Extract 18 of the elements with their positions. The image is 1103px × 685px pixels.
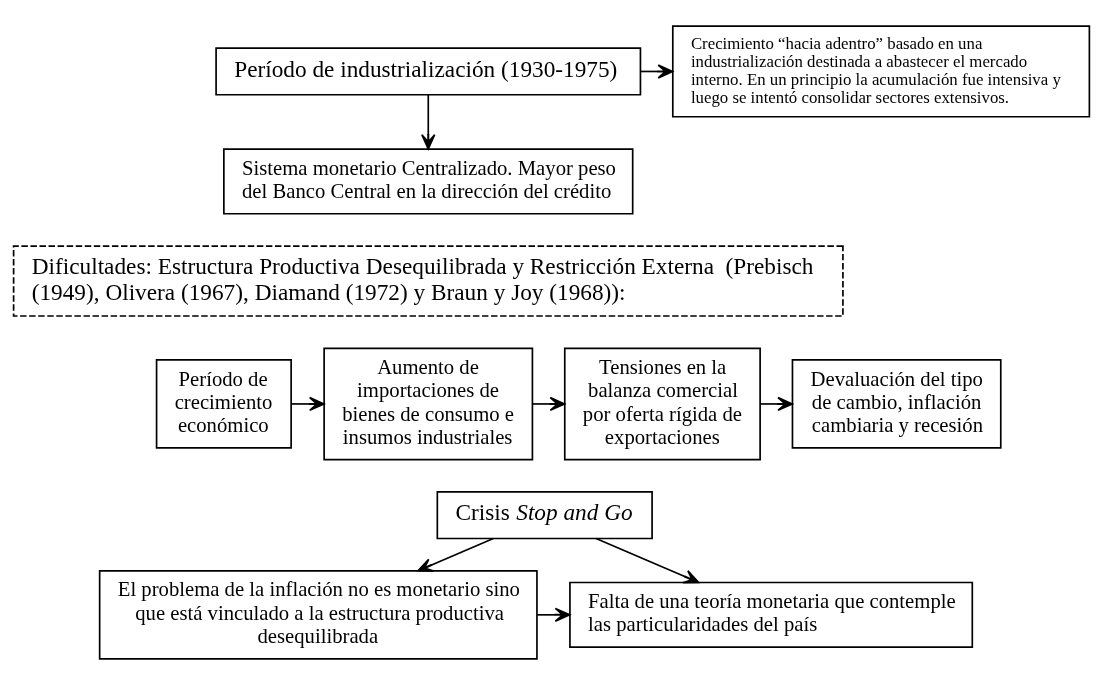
- arrow: [417, 537, 495, 572]
- node-box: Dificultades: Estructura Productiva Desequilibrada y Restricción Externa (Prebisch (1949), Olivera (1967), Diamand (1972) y Braun y Joy (1968)):: [12, 245, 844, 317]
- arrow: [531, 396, 566, 412]
- arrow: [595, 537, 700, 584]
- node-box: Aumento de importaciones de bienes de consumo e insumos industriales: [323, 347, 534, 461]
- node-box: Devaluación del tipo de cambio, inflación cambiaria y recesión: [791, 359, 1002, 449]
- node-box: Falta de una teoría monetaria que contemple las particularidades del país: [569, 581, 974, 648]
- node-box: Período de crecimiento económico: [155, 359, 292, 449]
- node-box: Tensiones en la balanza comercial por oferta rígida de exportaciones: [563, 347, 761, 461]
- node-box: El problema de la inflación no es monetario sino que está vinculado a la estructura productiva desequilibrada: [98, 570, 538, 660]
- node-box: Sistema monetario Centralizado. Mayor peso del Banco Central en la dirección del crédito: [223, 148, 634, 215]
- arrow: [759, 396, 794, 412]
- arrow: [421, 94, 436, 150]
- arrow: [536, 607, 571, 623]
- node-box: Crisis Stop and Go: [436, 491, 653, 540]
- arrow: [290, 396, 325, 412]
- node-box: Crecimiento “hacia adentro” basado en una industrialización destinada a abastecer el mercado interno. En un principio la acumulación fue intensiva y luego se intentó consolidar sectores extensivos.: [671, 25, 1091, 118]
- node-box: Período de industrialización (1930-1975): [215, 47, 642, 96]
